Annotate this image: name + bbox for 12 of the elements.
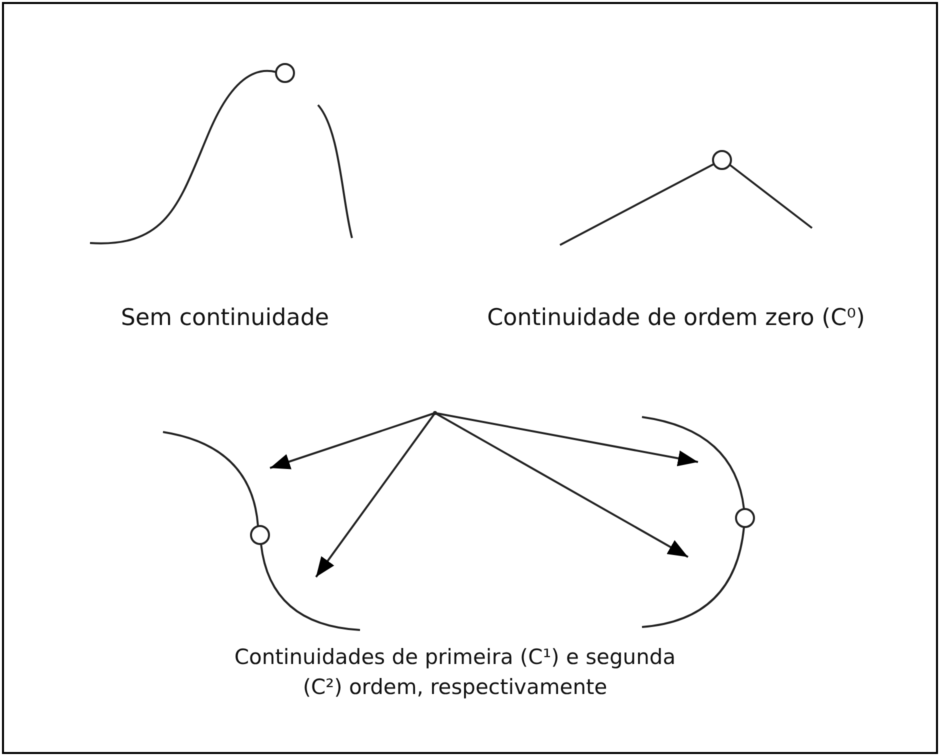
arrow xyxy=(434,412,688,558)
arrow xyxy=(270,412,436,470)
caption: Continuidade de ordem zero (C⁰) xyxy=(486,304,866,333)
curve-arc xyxy=(642,526,745,628)
arrow xyxy=(315,412,436,578)
arrow-origin-point xyxy=(433,411,437,415)
caption: Continuidades de primeira (C¹) e segunda (C²) ordem, respectivamente xyxy=(233,644,677,701)
curve-arc xyxy=(642,416,745,510)
curve-arc xyxy=(260,544,360,631)
curve-arc xyxy=(162,431,259,526)
arrow xyxy=(434,412,698,466)
caption: Sem continuidade xyxy=(120,304,330,333)
